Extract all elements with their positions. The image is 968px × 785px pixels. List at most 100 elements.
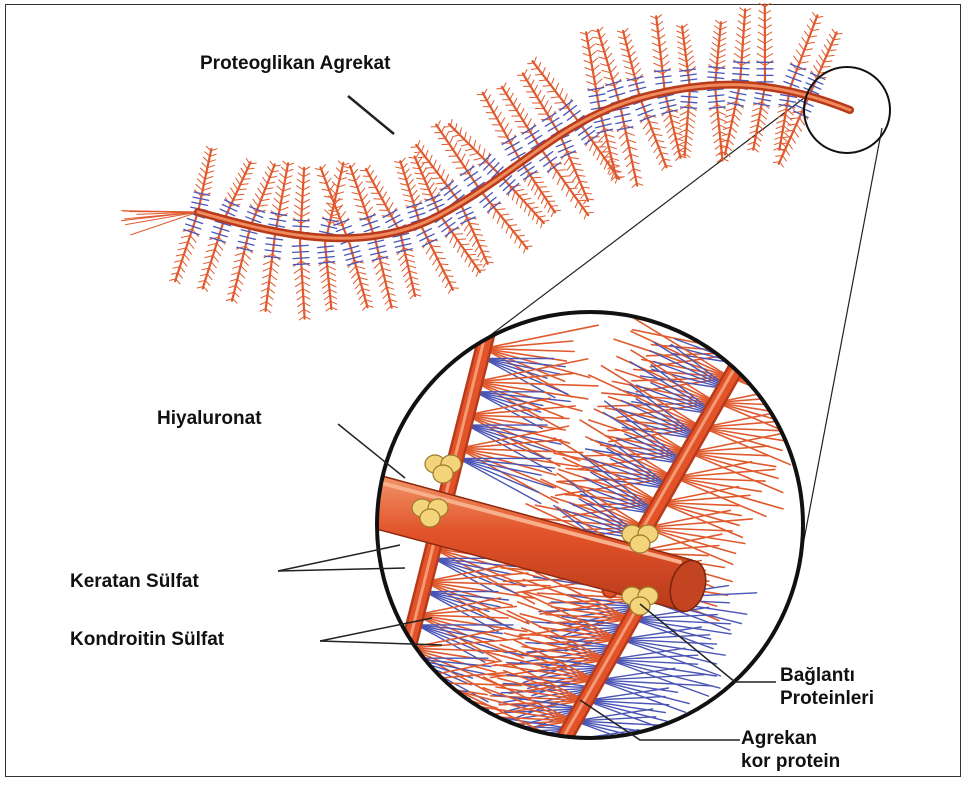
bristle-fiber xyxy=(621,140,627,146)
bristle-fiber xyxy=(461,154,465,162)
bristle-fiber xyxy=(799,44,804,51)
bristle-fiber xyxy=(359,294,364,299)
bristle-fiber xyxy=(504,124,508,132)
bristle-keratan xyxy=(220,234,228,236)
bristle-keratan xyxy=(559,149,566,152)
bristle-keratan xyxy=(352,251,360,253)
bristle-fiber xyxy=(422,168,426,174)
bristle-keratan xyxy=(444,190,450,195)
bristle-fiber xyxy=(805,31,810,37)
bristle-fiber xyxy=(200,168,206,173)
bristle-keratan xyxy=(708,96,716,97)
bristle-keratan xyxy=(195,221,203,224)
bristle-core xyxy=(300,168,304,242)
bristle-fiber xyxy=(399,254,406,260)
bristle-fiber xyxy=(686,51,693,56)
bristle-fiber xyxy=(785,149,789,155)
bristle-keratan xyxy=(239,241,247,243)
bristle-keratan xyxy=(655,77,663,78)
bristle-keratan xyxy=(484,164,490,170)
bristle-fiber xyxy=(590,51,596,56)
bristle-core xyxy=(753,86,765,150)
bristle-fiber xyxy=(228,193,233,201)
bristle-fiber xyxy=(634,69,640,75)
bristle-fiber xyxy=(295,199,302,204)
bristle-fiber xyxy=(516,196,518,204)
bristle-fiber xyxy=(202,163,208,168)
bristle-fiber xyxy=(469,260,472,267)
bristle-keratan xyxy=(717,68,725,69)
bristle-fiber xyxy=(420,163,424,169)
bristle-keratan xyxy=(738,93,746,95)
bristle-keratan xyxy=(201,199,209,201)
bristle-fiber xyxy=(520,109,524,116)
bristle-fiber xyxy=(538,192,541,199)
bristle-fiber xyxy=(651,140,656,146)
bristle-fiber xyxy=(773,162,779,163)
bristle-keratan xyxy=(643,104,651,107)
bristle-keratan xyxy=(394,240,402,242)
bristle-fiber xyxy=(505,219,513,220)
bristle-fiber xyxy=(207,274,212,279)
bristle-fiber xyxy=(813,13,817,18)
bristle-fiber xyxy=(564,94,567,102)
bristle-fiber xyxy=(628,46,633,51)
bristle-keratan xyxy=(336,229,344,232)
bristle-fiber xyxy=(510,93,513,99)
bristle-keratan xyxy=(249,232,257,234)
bristle-fiber xyxy=(387,306,392,311)
bristle-keratan xyxy=(402,239,410,241)
bristle-fiber xyxy=(545,201,548,208)
bristle-fiber xyxy=(535,187,539,195)
bristle-keratan xyxy=(708,72,716,73)
bristle-fiber xyxy=(524,247,526,253)
bristle-fiber xyxy=(422,162,430,163)
bristle-keratan xyxy=(344,226,352,229)
bristle-fiber xyxy=(274,198,281,204)
bristle-fiber xyxy=(271,268,278,273)
core-protein-label-line1: Agrekan xyxy=(741,727,840,750)
bristle-keratan xyxy=(794,79,801,82)
bristle-fiber xyxy=(483,149,485,158)
bristle-keratan xyxy=(265,250,273,251)
bristle-fiber xyxy=(205,152,210,157)
bristle-fiber xyxy=(433,160,436,167)
bristle-keratan xyxy=(540,156,547,161)
bristle-fiber xyxy=(595,79,602,85)
bristle-fiber xyxy=(610,66,616,72)
bristle-fiber xyxy=(364,201,370,208)
bristle-fiber xyxy=(213,256,219,262)
bristle-fiber xyxy=(814,66,819,73)
keratan-fiber xyxy=(467,749,562,754)
bristle-keratan xyxy=(493,163,499,169)
bristle-fiber xyxy=(337,205,342,212)
bristle-fiber xyxy=(711,118,718,123)
bristle-fiber xyxy=(353,277,359,283)
bristle-fiber xyxy=(756,136,761,141)
bristle-fiber xyxy=(321,165,325,170)
bristle-keratan xyxy=(193,227,201,230)
bristle-keratan xyxy=(659,101,667,103)
aggregate-hyaluronan-highlight xyxy=(198,85,850,239)
bristle-core xyxy=(321,167,351,245)
bristle-fiber xyxy=(197,179,203,185)
bristle-keratan xyxy=(293,258,301,259)
bristle-fiber xyxy=(437,165,440,173)
bristle-keratan xyxy=(796,73,804,76)
bristle-fiber xyxy=(593,65,599,71)
bristle-fiber xyxy=(277,186,283,191)
bristle-fiber xyxy=(827,40,831,46)
bristle-fiber xyxy=(385,197,390,204)
bristle-keratan xyxy=(709,67,717,68)
bristle-keratan xyxy=(317,247,325,248)
bristle-fiber xyxy=(425,150,428,157)
bristle-fiber xyxy=(412,190,418,197)
bristle-fiber xyxy=(628,169,633,174)
bristle-keratan xyxy=(527,167,534,171)
bristle-keratan xyxy=(532,131,539,135)
bristle-fiber xyxy=(196,184,203,190)
chondroitin-fiber xyxy=(731,357,833,378)
chondroitin-fiber xyxy=(455,741,563,757)
bristle-keratan xyxy=(556,144,563,147)
bristle-fiber xyxy=(551,97,560,98)
